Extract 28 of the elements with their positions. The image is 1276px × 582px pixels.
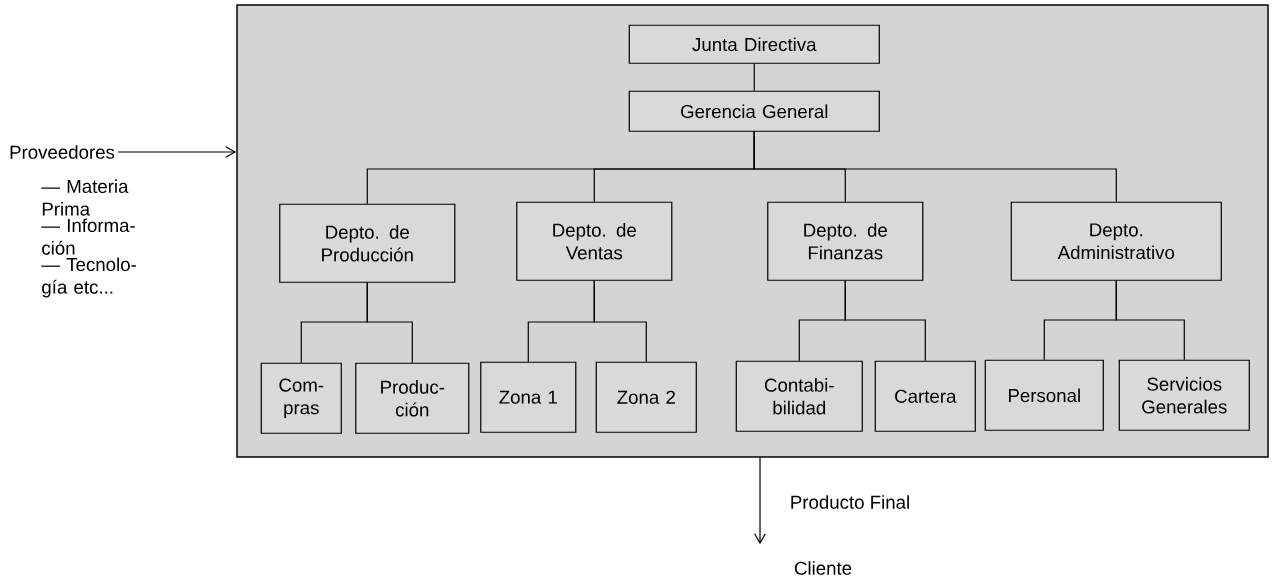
node-label: Cliente [794,561,852,575]
org-box: Gerencia General [628,90,880,132]
list-item: — Materia Prima [41,179,129,216]
org-box: Depto. de Ventas [516,201,673,281]
list-item: — Tecnolo- gía etc... [41,257,136,298]
arrow [754,457,766,545]
org-box: Depto. de Finanzas [767,201,924,281]
org-box: Zona 1 [480,361,577,433]
org-box: Contabi- bilidad [735,360,863,432]
edge-label: Producto Final [788,493,912,511]
connector-line [753,63,755,92]
org-box: Com- pras [260,362,342,434]
org-box: Servicios Generales [1118,359,1250,431]
org-box: Zona 2 [595,361,697,433]
connector-line [1115,280,1185,361]
arrow [117,146,237,158]
connector-line [366,282,413,364]
org-box: Personal [984,359,1104,431]
connector-line [844,280,926,362]
org-box: Cartera [874,360,976,432]
node-label: Proveedores [10,145,115,159]
connector-line [753,131,1117,203]
org-box: Junta Directiva [628,24,880,64]
org-box: Depto. Administrativo [1010,201,1222,281]
org-box: Depto. de Producción [279,203,456,283]
list-item: — Informa- ción [41,218,135,255]
org-box: Produc- ción [355,362,470,434]
connector-line [593,280,647,363]
